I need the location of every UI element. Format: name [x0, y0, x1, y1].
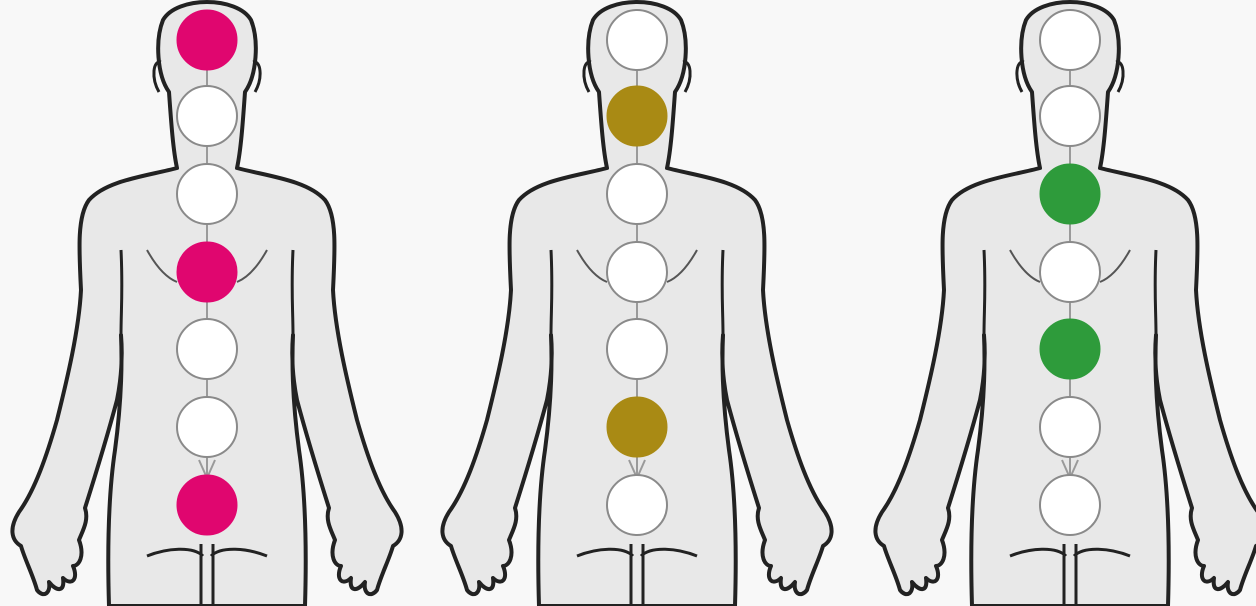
chakra-node	[177, 164, 237, 224]
chakra-node	[607, 475, 667, 535]
chakra-node-highlighted	[1040, 164, 1100, 224]
figure-right	[875, 2, 1256, 606]
chakra-node	[607, 319, 667, 379]
chakra-node-highlighted	[607, 86, 667, 146]
chakra-node	[177, 319, 237, 379]
figure-middle	[442, 2, 831, 606]
chakra-node	[177, 397, 237, 457]
chakra-node	[1040, 86, 1100, 146]
chakra-node	[607, 10, 667, 70]
chakra-node-highlighted	[1040, 319, 1100, 379]
chakra-node-highlighted	[177, 10, 237, 70]
figure-left	[12, 2, 401, 606]
chakra-node	[607, 242, 667, 302]
chakra-node-highlighted	[177, 242, 237, 302]
chakra-node	[1040, 242, 1100, 302]
chakra-node-highlighted	[607, 397, 667, 457]
chakra-node-highlighted	[177, 475, 237, 535]
chakra-node	[607, 164, 667, 224]
chakra-node	[1040, 397, 1100, 457]
chakra-node	[1040, 475, 1100, 535]
chakra-node	[177, 86, 237, 146]
chakra-node	[1040, 10, 1100, 70]
